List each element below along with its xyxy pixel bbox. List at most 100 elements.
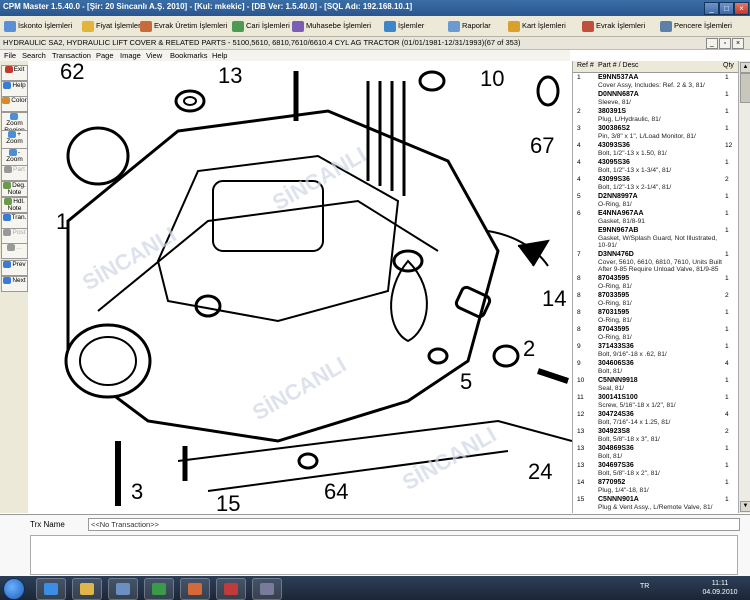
header-part[interactable]: Part # / Desc — [598, 62, 639, 69]
menu-help[interactable]: Help — [212, 51, 228, 60]
menu-file[interactable]: File — [4, 51, 17, 60]
maximize-button[interactable]: □ — [719, 2, 734, 15]
menu-image[interactable]: Image — [120, 51, 141, 60]
callout-10[interactable]: 10 — [480, 66, 504, 91]
tool-label: Post — [12, 229, 26, 237]
module-icon — [660, 20, 672, 32]
module-4[interactable]: Muhasebe İşlemleri — [292, 19, 371, 33]
tool-next-button[interactable]: Next — [1, 276, 28, 292]
parts-row-desc: Screw, 5/16"-18 x 1/2", 81/ — [598, 402, 676, 409]
tool-zoom-button[interactable]: + Zoom — [1, 130, 28, 149]
callout-24[interactable]: 24 — [528, 459, 552, 484]
language-indicator[interactable]: TR — [640, 583, 650, 590]
transaction-grid[interactable] — [30, 535, 738, 575]
taskbar-app-ie[interactable] — [36, 578, 66, 600]
scroll-thumb[interactable] — [740, 73, 750, 103]
parts-row-qty: 2 — [725, 428, 729, 435]
parts-row-part: D3NN476D — [598, 251, 634, 258]
parts-row-part: 300141S100 — [598, 394, 638, 401]
module-6[interactable]: Raporlar — [448, 19, 491, 33]
doc-minimize-button[interactable]: _ — [706, 38, 718, 49]
taskbar-app-paint[interactable] — [180, 578, 210, 600]
callout-67[interactable]: 67 — [530, 133, 554, 158]
parts-row-desc: O-Ring, 81/ — [598, 334, 632, 341]
close-button[interactable]: × — [734, 2, 749, 15]
callout-62[interactable]: 62 — [60, 61, 84, 84]
menu-view[interactable]: View — [146, 51, 163, 60]
callout-15[interactable]: 15 — [216, 491, 240, 513]
parts-list-scrollbar[interactable]: ▲ ▼ — [738, 61, 750, 513]
taskbar-app-app7[interactable] — [252, 578, 282, 600]
menu-transaction[interactable]: Transaction — [52, 51, 91, 60]
module-5[interactable]: İşlemler — [384, 19, 424, 33]
minimize-button[interactable]: _ — [704, 2, 719, 15]
tool-hdl-note-button[interactable]: Hdl. Note — [1, 197, 28, 213]
module-2[interactable]: Evrak Üretim İşlemleri — [140, 19, 227, 33]
start-button[interactable] — [3, 578, 25, 600]
tool-tran-button[interactable]: Tran. — [1, 213, 28, 229]
module-7[interactable]: Kart İşlemleri — [508, 19, 566, 33]
callout-3[interactable]: 3 — [131, 479, 143, 504]
callout-2[interactable]: 2 — [523, 336, 535, 361]
parts-row-desc: Pin, 3/8" x 1", L/Load Monitor, 81/ — [598, 133, 696, 140]
tool-label: - Zoom — [6, 149, 23, 164]
parts-drawing[interactable]: SİNCANLI SİNCANLI SİNCANLI SİNCANLI 62 1… — [28, 61, 573, 513]
doc-restore-button[interactable]: ▫ — [719, 38, 731, 49]
scroll-down-icon[interactable]: ▼ — [740, 501, 750, 512]
menu-search[interactable]: Search — [22, 51, 46, 60]
module-0[interactable]: İskonto İşlemleri — [4, 19, 72, 33]
menu-page[interactable]: Page — [96, 51, 114, 60]
taskbar-app-cpm[interactable] — [216, 578, 246, 600]
tool-help-button[interactable]: Help — [1, 81, 28, 97]
module-3[interactable]: Cari İşlemleri — [232, 19, 290, 33]
callout-1[interactable]: 1 — [56, 209, 68, 234]
callout-14[interactable]: 14 — [542, 286, 566, 311]
header-ref[interactable]: Ref # — [577, 62, 594, 69]
callout-5[interactable]: 5 — [460, 369, 472, 394]
taskbar-app-excel[interactable] — [144, 578, 174, 600]
module-9[interactable]: Pencere İşlemleri — [660, 19, 732, 33]
header-qty[interactable]: Qty — [723, 62, 734, 69]
tool-deg-note-button[interactable]: Deg. Note — [1, 181, 28, 197]
module-8[interactable]: Evrak İşlemleri — [582, 19, 645, 33]
tool-color-button[interactable]: Color — [1, 96, 28, 112]
callout-64[interactable]: 64 — [324, 479, 348, 504]
doc-close-button[interactable]: × — [732, 38, 744, 49]
callout-13[interactable]: 13 — [218, 63, 242, 88]
scroll-up-icon[interactable]: ▲ — [740, 62, 750, 73]
tool-zoom-region-button[interactable]: Zoom Region — [1, 112, 28, 134]
taskbar-app-app3[interactable] — [108, 578, 138, 600]
module-1[interactable]: Fiyat İşlemleri — [82, 19, 142, 33]
tool-exit-button[interactable]: Exit — [1, 65, 28, 81]
trx-name-field[interactable]: <<No Transaction>> — [88, 518, 740, 531]
taskbar-app-explorer[interactable] — [72, 578, 102, 600]
clock[interactable]: 11:11 04.09.2010 — [700, 579, 740, 597]
tool-prev-button[interactable]: Prev — [1, 260, 28, 276]
menu-bookmarks[interactable]: Bookmarks — [170, 51, 208, 60]
